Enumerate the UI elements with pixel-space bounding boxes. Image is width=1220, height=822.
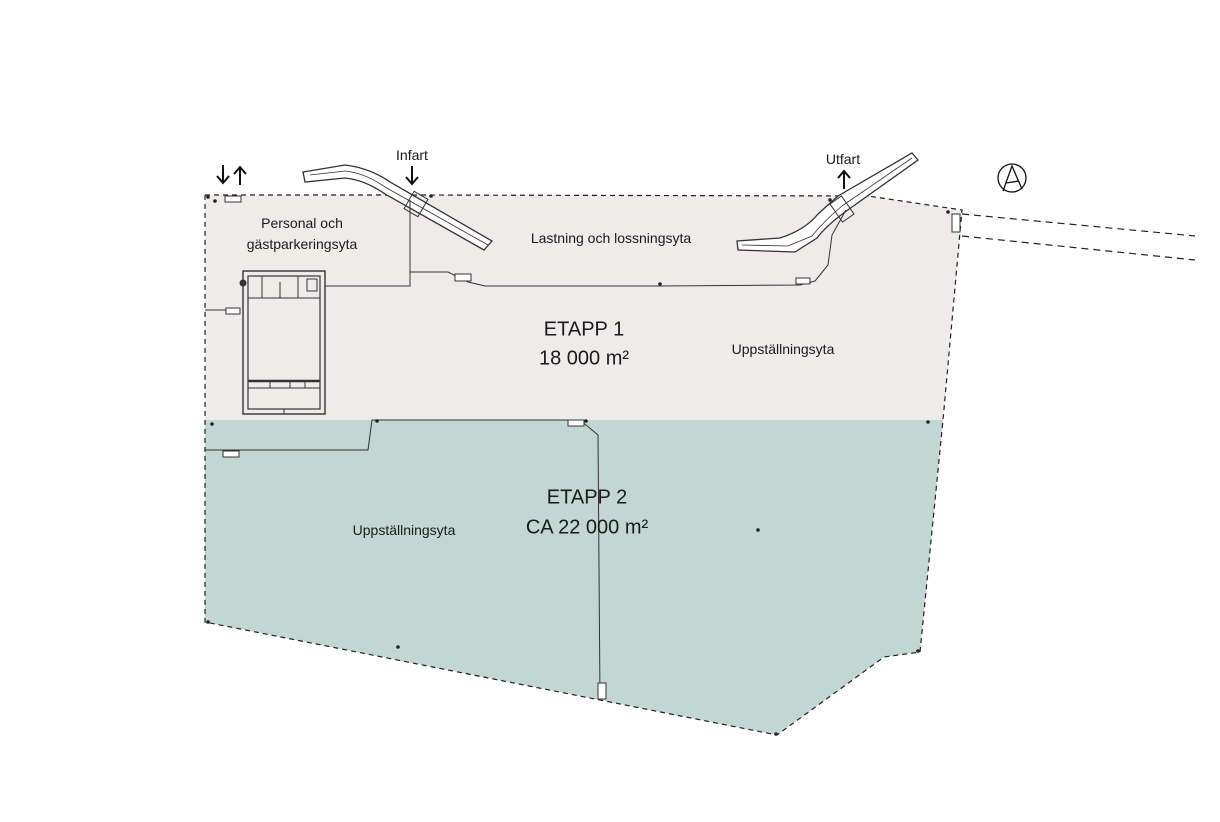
infart-label: Infart [396,147,428,163]
north-arrow-icon [997,163,1027,193]
etapp1-name-label: ETAPP 1 [543,318,625,341]
staging-area-label-2: Uppställningsyta [352,522,456,538]
etapp2-name-label: ETAPP 2 [546,486,628,509]
etapp1-area-label: 18 000 m² [538,347,630,370]
building [239,270,326,415]
arrow-down-icon [216,165,230,185]
utility-lines [205,200,847,701]
loading-area-label: Lastning och lossningsyta [530,230,692,246]
etapp2-area [205,420,943,735]
staging-area-label-1: Uppställningsyta [731,341,835,357]
parking-label-line1: Personal och [261,215,343,231]
arrow-up-icon [233,165,247,185]
infart-arrow-icon [405,166,419,186]
point-markers [206,194,950,736]
utfart-arrow-icon [837,169,851,189]
entrance-driveway [302,164,494,251]
access-road [961,213,1196,261]
equipment-boxes [222,195,961,700]
utfart-label: Utfart [825,151,861,167]
site-boundary [204,194,963,736]
etapp2-area-label: CA 22 000 m² [525,516,649,539]
exit-driveway [736,152,919,253]
parking-label-line2: gästparkeringsyta [246,236,358,252]
